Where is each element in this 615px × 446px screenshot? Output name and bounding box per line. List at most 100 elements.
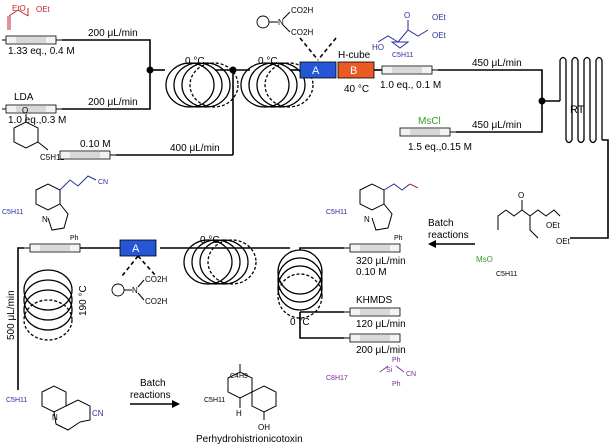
syringe-silyl — [344, 333, 401, 343]
aldehyde-ph: Ph — [394, 235, 403, 242]
ketone-structure — [377, 20, 429, 49]
hcube-temp: 40 °C — [344, 84, 369, 95]
tube-rt-out — [570, 139, 609, 239]
batch2-arrowhead — [172, 400, 180, 408]
tube-to-coil5 — [17, 247, 24, 390]
lactone-structure — [13, 114, 49, 151]
nitrile-n: N — [42, 215, 48, 224]
rate-top1: 200 μL/min — [88, 28, 138, 39]
module-a2-label: A — [132, 243, 140, 255]
acetal-reagent-structure — [7, 8, 29, 30]
hcube-label: H-cube — [338, 50, 371, 61]
batch1-arrowhead — [428, 240, 436, 248]
eto-label: EtO — [12, 4, 26, 13]
aldehyde-structure — [359, 183, 419, 231]
rate-silyl: 200 μL/min — [356, 345, 406, 356]
resin-co2h-b: CO2H — [291, 28, 313, 37]
silyl-cn: CN — [406, 371, 416, 378]
syringe-aldehyde — [344, 243, 401, 253]
final-product-structure — [227, 364, 277, 420]
rt-serpentine — [559, 56, 603, 144]
ketone-oet: OEt — [432, 13, 447, 22]
mesylate-oet: OEt — [546, 221, 561, 230]
module-a-label: A — [312, 65, 320, 77]
coil-1 — [165, 62, 239, 108]
khmds-label: KHMDS — [356, 295, 392, 306]
rate-mscl: 450 μL/min — [472, 120, 522, 131]
syringe-mscl — [399, 127, 456, 137]
coil-2 — [240, 62, 314, 108]
silyl-ph1: Ph — [392, 357, 401, 364]
rate-lactone: 400 μL/min — [170, 143, 220, 154]
rate-320: 320 μL/min — [356, 256, 406, 267]
mesylate-oet2: OEt — [556, 237, 571, 246]
nitrile-structure — [35, 175, 97, 231]
resin-structure-top — [256, 11, 337, 61]
ketone-o: O — [404, 11, 410, 20]
resin2-co2h-b: CO2H — [145, 297, 167, 306]
tube-acetal — [62, 39, 151, 70]
syringe-nitrile — [24, 243, 81, 253]
tube-ketone — [438, 69, 543, 100]
lda-label: LDA — [14, 92, 34, 103]
tricycle-n: N — [52, 413, 58, 422]
syringe-lactone — [59, 150, 116, 160]
nitrile-cn: CN — [98, 179, 108, 186]
temp-coil4: 0 °C — [290, 317, 310, 328]
mesylate-mso: MsO — [476, 255, 493, 264]
lactone-c5: C5H11 — [40, 153, 65, 162]
tube-lda — [62, 70, 151, 110]
batch1-label: Batch — [428, 218, 454, 229]
tricycle-c5: C5H11 — [6, 397, 27, 404]
coil-3 — [277, 249, 323, 319]
rt-label: RT — [570, 104, 585, 116]
rate-top2: 200 μL/min — [88, 97, 138, 108]
batch2-label: Batch — [140, 378, 166, 389]
rate-ketone: 450 μL/min — [472, 58, 522, 69]
tube-silyl — [299, 312, 344, 339]
tube-to-coil3 — [299, 247, 320, 250]
coil-5 — [23, 269, 73, 341]
mesylate-structure — [497, 200, 561, 239]
silyl-si: Si — [386, 367, 393, 374]
mesylate-c5: C5H11 — [496, 271, 517, 278]
lda-conc: 1.0 eq.,0.3 M — [8, 115, 66, 126]
mscl-conc: 1.5 eq.,0.15 M — [408, 142, 472, 153]
temp-coil3: 0 °C — [200, 235, 220, 246]
rate-khmds: 120 μL/min — [356, 319, 406, 330]
rate-500: 500 μL/min — [6, 290, 17, 340]
mscl-label: MsCl — [418, 116, 441, 127]
mesylate-o: O — [518, 191, 524, 200]
module-a-top — [299, 61, 337, 79]
conc-010: 0.10 M — [356, 267, 387, 278]
aldehyde-n: N — [364, 215, 370, 224]
batch1b-label: reactions — [428, 230, 469, 241]
product-nh: H — [236, 409, 242, 418]
resin2-co2h: CO2H — [145, 275, 167, 284]
resin-co2h: CO2H — [291, 6, 313, 15]
lactone-o: O — [22, 106, 28, 115]
syringe-acetal — [2, 35, 62, 45]
tube-mscl — [456, 100, 543, 133]
syringe-ketone — [381, 65, 438, 75]
product-oh: OH — [258, 423, 270, 432]
tricycle-structure — [41, 385, 91, 431]
ketone-conc: 1.0 eq., 0.1 M — [380, 80, 441, 91]
temp-coil2: 0 °C — [258, 56, 278, 67]
coil-4 — [183, 239, 257, 285]
product-c4: C4H9 — [230, 373, 248, 380]
product-c5: C5H11 — [204, 397, 225, 404]
aldehyde-c5: C5H11 — [326, 209, 347, 216]
module-b-label: B — [350, 65, 357, 77]
batch2b-label: reactions — [130, 390, 171, 401]
temp-coil1: 0 °C — [185, 56, 205, 67]
temp-190: 190 °C — [78, 285, 89, 316]
ketone-c5: C5H11 — [392, 52, 413, 59]
silyl-ph2: Ph — [392, 381, 401, 388]
oet-label: OEt — [36, 5, 51, 14]
syringe-lda — [2, 104, 62, 114]
resin2-n: N — [132, 286, 138, 295]
silyl-structure — [379, 365, 405, 373]
nitrile-c5: C5H11 — [2, 209, 23, 216]
